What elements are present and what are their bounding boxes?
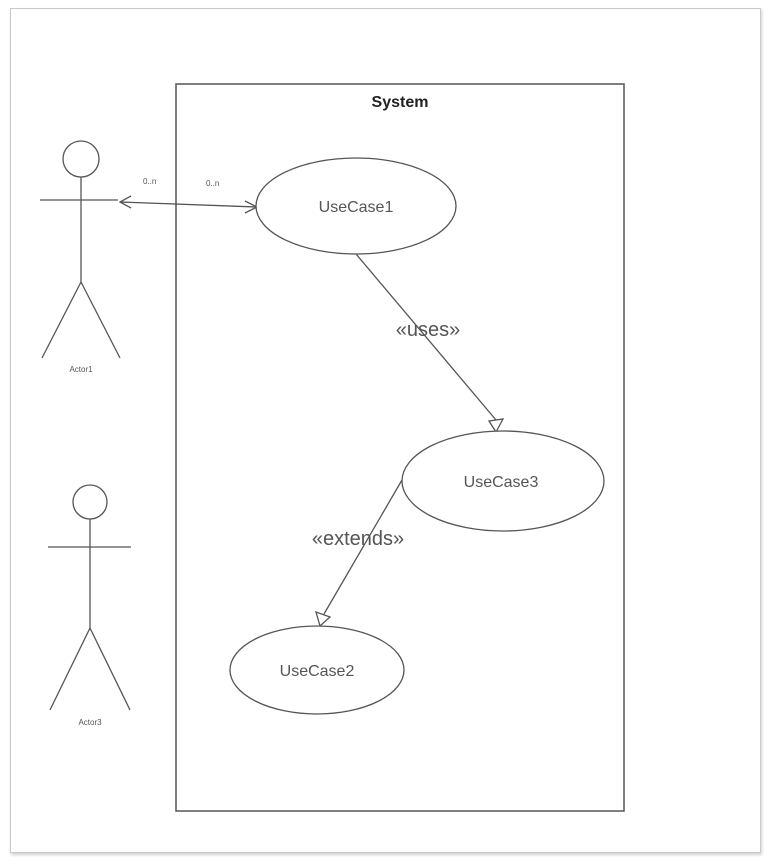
use-case-1[interactable]: UseCase1	[255, 157, 457, 255]
system-title: System	[372, 94, 429, 111]
extends-relationship[interactable]: «extends»	[312, 479, 404, 628]
actor-3[interactable]: Actor3	[48, 484, 131, 727]
diagram-frame	[10, 8, 761, 853]
system-boundary[interactable]	[175, 83, 625, 812]
use-case-2-ellipse	[229, 625, 405, 715]
actor-3-head	[72, 484, 108, 520]
generalization-arrow-icon	[487, 418, 505, 434]
use-case-3[interactable]: UseCase3	[401, 430, 605, 532]
generalization-arrow-icon	[315, 610, 332, 628]
actor-3-right-leg	[89, 627, 131, 711]
actor-3-left-leg	[49, 627, 91, 711]
association-line	[119, 201, 258, 208]
use-case-1-label: UseCase1	[319, 199, 394, 216]
extends-stereotype: «extends»	[312, 528, 404, 550]
uses-relationship[interactable]: «uses»	[355, 253, 505, 434]
use-case-2-label: UseCase2	[280, 663, 355, 680]
arrow-head-icon	[118, 195, 132, 209]
actor-1-left-leg	[41, 281, 82, 359]
actor-1[interactable]: Actor1	[40, 140, 121, 374]
use-case-3-label: UseCase3	[464, 474, 539, 491]
actor-1-head	[62, 140, 100, 178]
uses-stereotype: «uses»	[396, 319, 461, 341]
uses-line	[355, 253, 497, 421]
actor-3-name: Actor3	[78, 718, 102, 727]
multiplicity-actor-end: 0..n	[143, 177, 156, 186]
use-case-2[interactable]: UseCase2	[229, 625, 405, 715]
actor-1-right-leg	[80, 281, 121, 359]
actor-1-name: Actor1	[69, 365, 93, 374]
association-actor1-usecase1[interactable]: 0..n 0..n	[118, 177, 259, 214]
multiplicity-usecase-end: 0..n	[206, 179, 219, 188]
extends-line	[323, 479, 403, 615]
